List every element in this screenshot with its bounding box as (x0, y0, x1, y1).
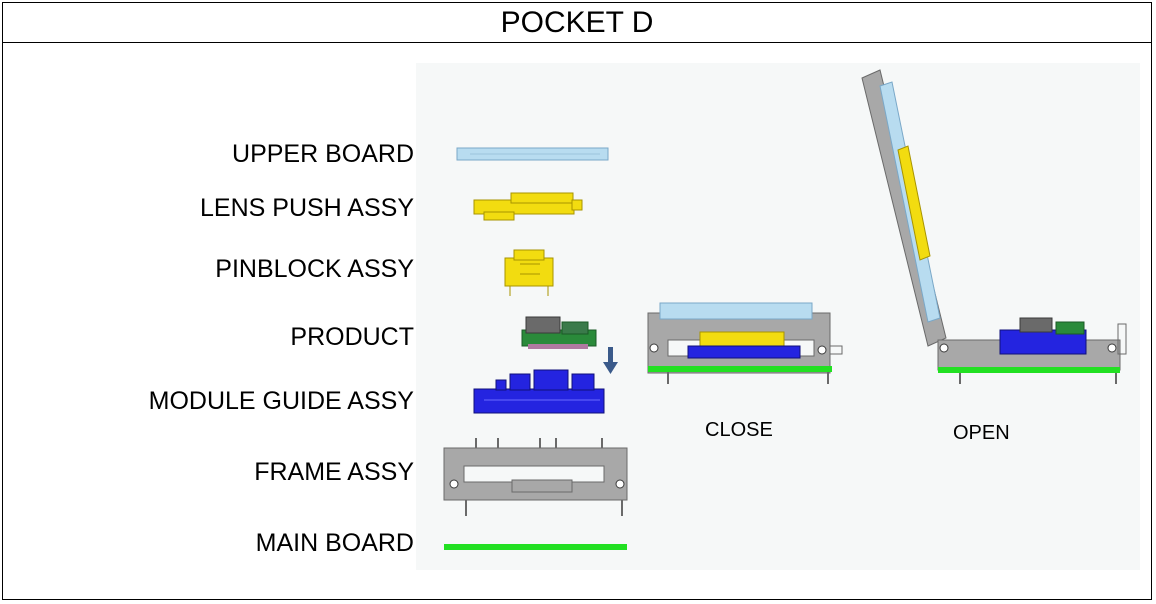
lens-push-assy-part (473, 192, 583, 221)
down-arrow-icon (603, 347, 618, 374)
label-upper-board: UPPER BOARD (232, 140, 414, 168)
caption-open: OPEN (953, 422, 1010, 444)
frame-assy-part (443, 438, 628, 516)
close-assembly (647, 302, 843, 384)
label-main-board: MAIN BOARD (255, 529, 414, 557)
label-lens-push-assy: LENS PUSH ASSY (200, 194, 414, 222)
open-assembly (861, 69, 1127, 384)
pinblock-assy-part (504, 249, 554, 296)
label-module-guide-assy: MODULE GUIDE ASSY (148, 387, 414, 415)
main-board-part (444, 544, 627, 550)
label-product: PRODUCT (290, 323, 414, 351)
page-title: POCKET D (3, 3, 1151, 43)
product-part (521, 316, 597, 349)
label-frame-assy: FRAME ASSY (254, 458, 414, 486)
upper-board-part (456, 147, 609, 161)
module-guide-assy-part (473, 369, 605, 414)
label-pinblock-assy: PINBLOCK ASSY (215, 255, 414, 283)
caption-close: CLOSE (705, 419, 773, 441)
